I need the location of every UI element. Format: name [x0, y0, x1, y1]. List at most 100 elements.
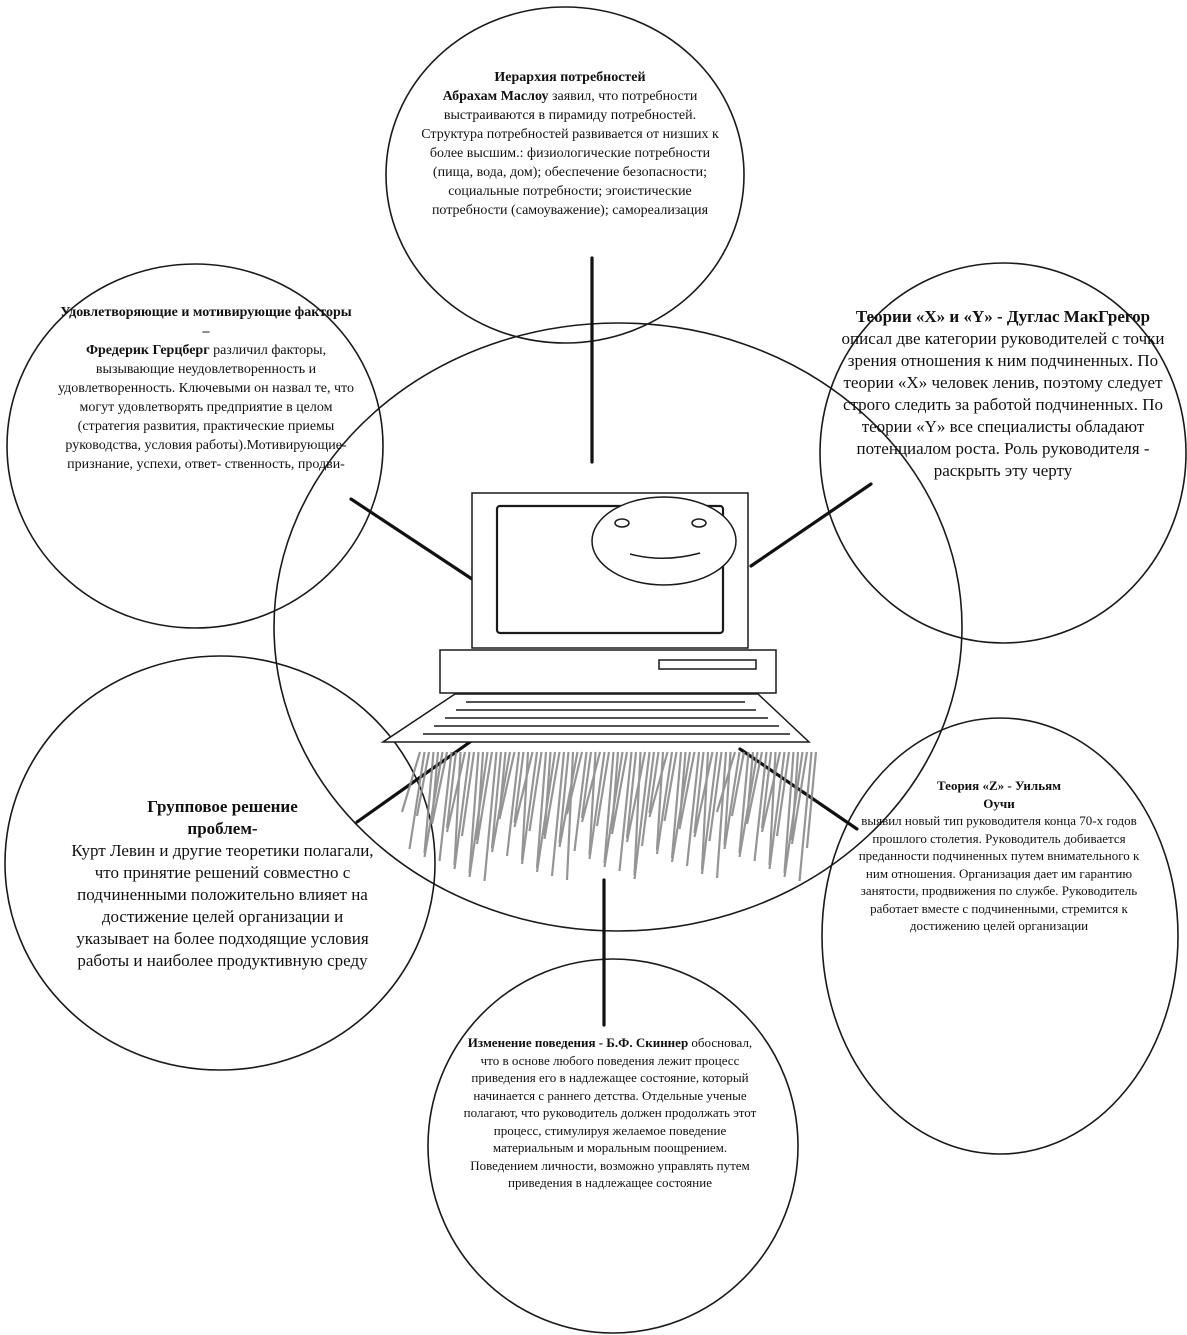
skinner-block: Изменение поведения - Б.Ф. Скиннер обосн… — [458, 1034, 762, 1192]
hatch-line — [633, 751, 651, 880]
hatch-line — [618, 751, 633, 872]
hatch-line — [558, 751, 579, 848]
hatch-line — [490, 751, 503, 849]
circle-ouchi — [821, 717, 1179, 1155]
computer-illustration — [380, 492, 811, 743]
mcgregor-text: описал две категории руководителей с точ… — [841, 329, 1165, 480]
hatch-line — [648, 751, 669, 818]
hatch-line — [805, 751, 818, 849]
hatch-line — [738, 751, 750, 854]
hatch-line — [693, 751, 705, 834]
connector-ouchi — [738, 747, 859, 831]
hatch-line — [798, 751, 813, 882]
hatch-line — [768, 751, 786, 870]
hatch-line — [535, 751, 557, 873]
circle-mcgregor — [819, 262, 1187, 644]
mcgregor-block: Теории «Х» и «Y» - Дуглас МакГрегор опис… — [838, 306, 1168, 482]
hatch-line — [475, 751, 494, 845]
ouchi-text: выявил новый тип руководителя конца 70-х… — [858, 813, 1140, 933]
hatch-line — [565, 751, 575, 881]
hatch-line — [783, 751, 795, 874]
hatch-line — [768, 751, 777, 866]
hatch-line — [708, 751, 723, 842]
hatch-line — [573, 751, 588, 852]
circle-herzberg — [6, 263, 384, 629]
hatch-line — [670, 751, 683, 859]
lewin-heading: Групповое решение проблем- — [147, 797, 298, 838]
hatch-line — [408, 751, 426, 850]
hatch-line — [715, 751, 728, 879]
hatch-line — [423, 751, 444, 858]
circle-skinner — [427, 958, 799, 1334]
hatch-line — [760, 751, 782, 833]
mcgregor-heading: Теории «Х» и «Y» - Дуглас МакГрегор — [855, 307, 1151, 326]
hatch-line — [550, 751, 566, 877]
hatch-line — [700, 751, 710, 871]
hatch-line — [400, 751, 422, 813]
hatch-line — [468, 751, 480, 874]
maslow-author: Абрахам Маслоу — [442, 89, 549, 104]
hatch-line — [775, 751, 791, 837]
hatch-line — [648, 751, 660, 814]
herzberg-text: различил факторы, вызывающие неудовлетво… — [58, 343, 354, 472]
hatch-line — [513, 751, 525, 824]
ouchi-heading: Теория «Z» - Уильям Оучи — [937, 778, 1061, 811]
hatch-line — [445, 751, 467, 833]
skinner-text: обосновал, что в основе любого поведения… — [463, 1035, 757, 1190]
maslow-text: заявил, что потребности выстраиваются в … — [421, 89, 719, 218]
hatch-line — [730, 751, 746, 817]
hatch-line — [760, 751, 773, 829]
connector-herzberg — [349, 497, 474, 581]
hatch-line — [490, 751, 512, 853]
hatch-line — [670, 751, 692, 863]
circle-center — [273, 322, 963, 932]
hatch-line — [685, 751, 701, 867]
connector-mcgregor — [749, 482, 873, 568]
hatch-line — [753, 751, 768, 862]
system-unit — [439, 649, 777, 694]
hatch-line — [603, 751, 615, 864]
hatch-line — [595, 751, 611, 827]
hatch-line — [625, 751, 638, 839]
smiley-face-icon — [591, 496, 737, 586]
ouchi-block: Теория «Z» - Уильям Оучи выявил новый ти… — [858, 777, 1140, 935]
hatch-line — [678, 751, 696, 830]
hatch-line — [430, 751, 449, 825]
herzberg-author: Фредерик Герцберг — [85, 343, 210, 358]
disk-drive-slot — [658, 659, 757, 670]
hatch-line — [415, 751, 431, 817]
hatch-line — [528, 751, 543, 832]
hatch-line — [445, 751, 458, 829]
hatch-line — [633, 751, 642, 876]
hatch-line — [663, 751, 678, 822]
hatch-line — [723, 751, 741, 850]
herzberg-heading: Удовлетворяющие и мотивирующие факторы – — [60, 305, 352, 339]
lewin-block: Групповое решение проблем- Курт Левин и … — [70, 796, 375, 972]
hatch-line — [580, 751, 602, 823]
herzberg-block: Удовлетворяющие и мотивирующие факторы –… — [56, 303, 356, 474]
circle-lewin — [4, 655, 436, 1071]
hatch-line — [700, 751, 719, 875]
hatch-line — [513, 751, 534, 828]
hatch-line — [535, 751, 548, 869]
hatch-line — [453, 751, 471, 870]
hatch-line — [715, 751, 737, 813]
hatch-line — [505, 751, 521, 857]
hatch-line — [565, 751, 584, 815]
hatch-line — [745, 751, 764, 825]
hatch-line — [783, 751, 804, 878]
hatch-line — [580, 751, 593, 819]
circle-maslow — [385, 6, 745, 344]
hatch-line — [483, 751, 498, 882]
lewin-text: Курт Левин и другие теоретики полагали, … — [71, 841, 374, 970]
hatch-line — [693, 751, 714, 838]
hatch-line — [655, 751, 674, 855]
hatch-line — [498, 751, 516, 820]
hatch-line — [738, 751, 759, 858]
desk-hatching — [400, 751, 818, 882]
hatch-line — [423, 751, 435, 854]
hatch-line — [468, 751, 489, 878]
hatch-line — [588, 751, 606, 860]
